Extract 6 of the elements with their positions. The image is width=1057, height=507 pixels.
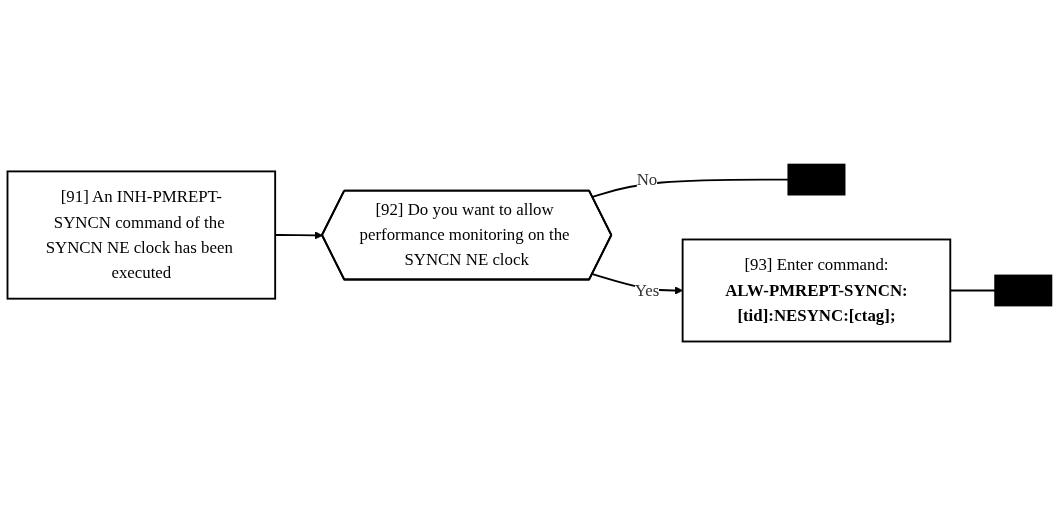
node-box: [93] Enter command: ALW-PMREPT-SYNCN:[tid]:NESYNC:[ctag]; — [681, 238, 952, 342]
node-bar — [787, 163, 846, 195]
edge-label: Yes — [634, 280, 660, 299]
node-box: [91] An INH-PMREPT-SYNCN command of the SYNCN NE clock has been executed — [6, 169, 277, 300]
edge-label: No — [636, 169, 658, 188]
node-bar — [994, 274, 1053, 306]
